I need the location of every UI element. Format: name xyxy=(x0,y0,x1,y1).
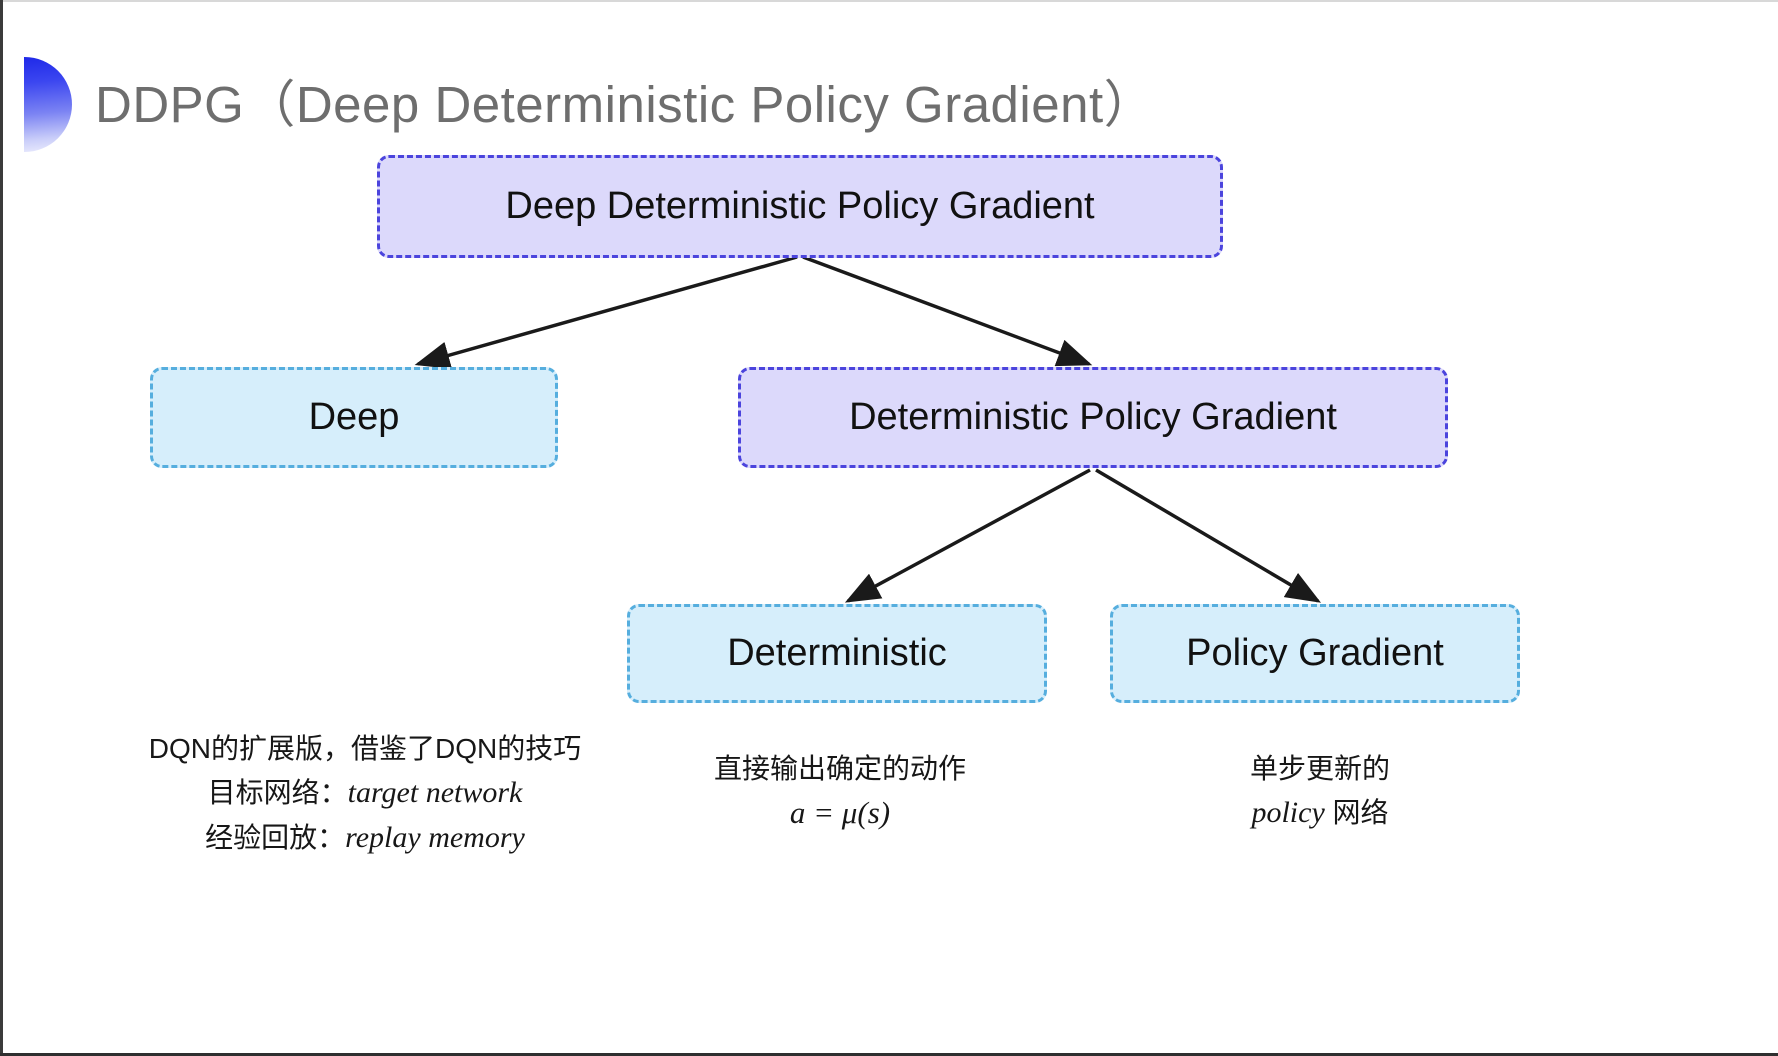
caption-deep-line3: 经验回放：replay memory xyxy=(105,815,625,860)
node-deep-deterministic-policy-gradient[interactable]: Deep Deterministic Policy Gradient xyxy=(377,155,1223,258)
caption-policy-gradient-line2: policy 网络 xyxy=(1120,790,1520,835)
caption-deterministic-line1: 直接输出确定的动作 xyxy=(713,753,966,784)
slide-frame-top xyxy=(0,0,1778,2)
node-deep[interactable]: Deep xyxy=(150,367,558,468)
edge-dpg-to-deterministic xyxy=(844,468,1091,603)
caption-deterministic: 直接输出确定的动作 a = μ(s) xyxy=(620,748,1060,837)
caption-deterministic-formula: a = μ(s) xyxy=(789,795,891,830)
edge-root-to-deep xyxy=(414,255,798,369)
caption-deep: DQN的扩展版，借鉴了DQN的技巧 目标网络：target network 经验… xyxy=(105,728,625,860)
caption-policy-gradient-term: policy xyxy=(1251,796,1325,829)
half-circle-gradient-bullet-icon xyxy=(24,57,72,152)
caption-deep-line3-label: 经验回放： xyxy=(205,822,346,853)
caption-deep-line1: DQN的扩展版，借鉴了DQN的技巧 xyxy=(148,733,582,764)
caption-policy-gradient-line1: 单步更新的 xyxy=(1249,753,1390,784)
edge-root-to-dpg xyxy=(802,255,1093,367)
caption-policy-gradient: 单步更新的 policy 网络 xyxy=(1120,748,1520,835)
edge-dpg-to-policy-gradient xyxy=(1095,468,1322,603)
caption-policy-gradient-suffix: 网络 xyxy=(1324,797,1389,828)
caption-deep-line3-term: replay memory xyxy=(345,821,525,854)
caption-deep-line2: 目标网络：target network xyxy=(105,770,625,815)
node-deterministic-policy-gradient[interactable]: Deterministic Policy Gradient xyxy=(738,367,1448,468)
slide-frame-bottom xyxy=(0,1053,1778,1056)
caption-deep-line2-label: 目标网络： xyxy=(207,777,348,808)
slide-frame-left xyxy=(0,0,3,1056)
node-deterministic[interactable]: Deterministic xyxy=(627,604,1047,703)
caption-deep-line2-term: target network xyxy=(347,776,523,809)
page-title: DDPG（Deep Deterministic Policy Gradient） xyxy=(95,76,1156,133)
node-policy-gradient[interactable]: Policy Gradient xyxy=(1110,604,1520,703)
